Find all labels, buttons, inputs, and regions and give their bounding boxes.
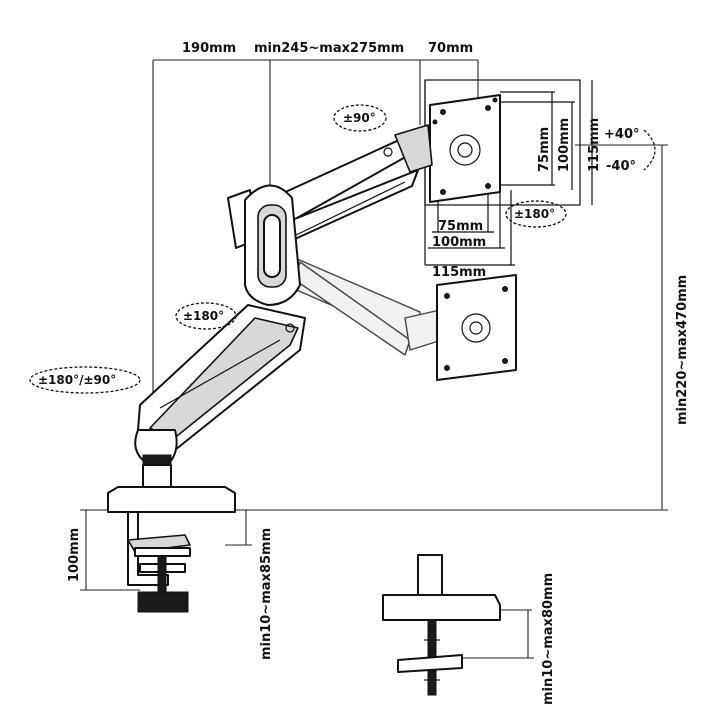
dim-clamp-height: 100mm (67, 528, 82, 582)
lower-arm-position (287, 254, 517, 381)
rot-elbow: ±180° (183, 309, 224, 323)
tilt-down: -40° (606, 159, 636, 174)
dim-grommet-range: min10~max80mm (541, 573, 556, 705)
dim-vesa-v-115: 115mm (587, 118, 602, 172)
dimension-lines (80, 59, 668, 659)
dim-vesa-h-100: 100mm (432, 235, 486, 250)
rot-head: ±90° (343, 111, 376, 125)
grommet-mount (382, 554, 501, 696)
vesa-plate-top (424, 79, 593, 266)
dimension-labels: 190mm min245~max275mm 70mm 75mm 100mm 11… (67, 41, 690, 705)
rotation-labels: ±90° ±180° ±180° ±180°/±90° +40° -40° (38, 111, 639, 387)
dim-vesa-v-100: 100mm (557, 118, 572, 172)
upper-arm (227, 124, 433, 249)
dim-top-right: 70mm (428, 41, 473, 56)
column (134, 429, 178, 488)
dim-vesa-h-75: 75mm (438, 219, 483, 234)
elbow-joint (244, 184, 301, 306)
tilt-up: +40° (604, 127, 639, 142)
rot-plate: ±180° (514, 207, 555, 221)
dim-clamp-range: min10~max85mm (259, 528, 274, 660)
lower-arm (137, 304, 306, 451)
desk-clamp (107, 486, 236, 613)
dim-vesa-v-75: 75mm (537, 127, 552, 172)
rotation-symbols (29, 104, 656, 394)
dim-top-left: 190mm (182, 41, 236, 56)
dim-vesa-h-115: 115mm (432, 265, 486, 280)
dim-top-middle: min245~max275mm (254, 41, 404, 56)
rot-base: ±180°/±90° (38, 373, 116, 387)
dim-height-range: min220~max470mm (675, 275, 690, 425)
